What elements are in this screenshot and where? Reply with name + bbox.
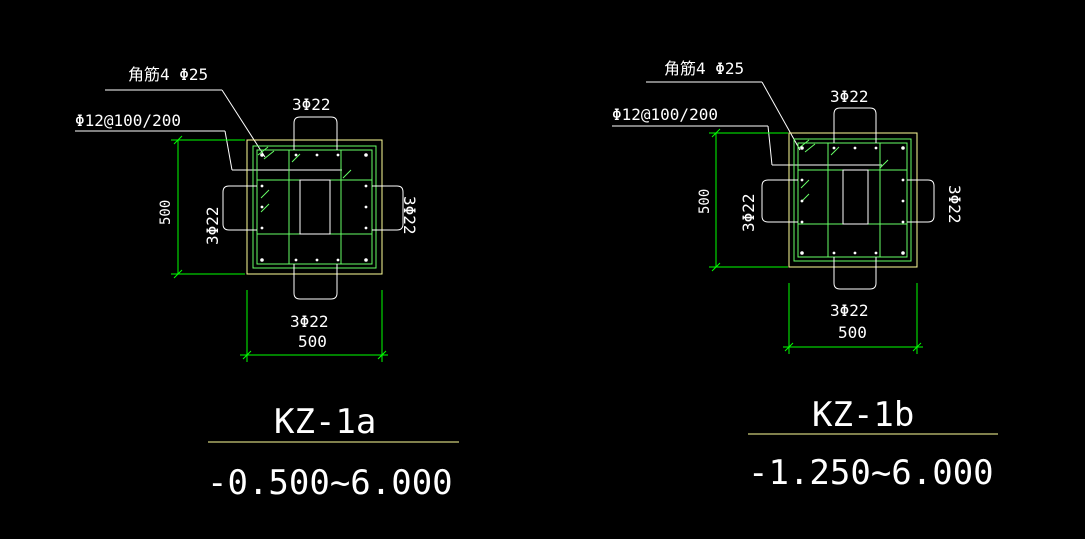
column-section-kz-1a: 角筋4 Φ25 Φ12@100/200 3Φ22 3Φ22 3Φ22 3Φ22 …	[75, 65, 459, 503]
column-elevation: -0.500~6.000	[207, 463, 453, 503]
height-dimension	[709, 128, 788, 272]
height-dim-text: 500	[158, 200, 174, 225]
corner-bar-label: 角筋4 Φ25	[128, 65, 208, 84]
rebar-dots	[260, 153, 368, 262]
core-gap	[842, 169, 869, 225]
top-bars-label: 3Φ22	[830, 87, 869, 106]
width-dimension	[783, 283, 923, 354]
height-dimension	[171, 135, 245, 279]
stirrup-label: Φ12@100/200	[612, 105, 718, 124]
width-dimension	[240, 290, 388, 362]
core-gap	[299, 179, 331, 235]
corner-bar-label: 角筋4 Φ25	[664, 59, 744, 78]
bottom-bars-label: 3Φ22	[830, 301, 869, 320]
left-bars-label: 3Φ22	[739, 193, 758, 232]
right-bars-label: 3Φ22	[400, 196, 419, 235]
left-bars-label: 3Φ22	[203, 206, 222, 245]
height-dim-text: 500	[697, 189, 713, 214]
stirrup-label: Φ12@100/200	[75, 111, 181, 130]
bar-group-boxes	[761, 107, 935, 290]
stirrups	[793, 138, 912, 262]
top-bars-label: 3Φ22	[292, 95, 331, 114]
column-name: KZ-1b	[812, 395, 914, 435]
width-dim-text: 500	[298, 332, 327, 351]
right-bars-label: 3Φ22	[945, 185, 964, 224]
column-elevation: -1.250~6.000	[748, 453, 994, 493]
rebar-dots	[800, 146, 905, 255]
column-name: KZ-1a	[274, 402, 376, 442]
column-outline	[246, 139, 383, 275]
bar-group-boxes	[222, 116, 404, 300]
bottom-bars-label: 3Φ22	[290, 312, 329, 331]
column-section-kz-1b: 角筋4 Φ25 Φ12@100/200 3Φ22 3Φ22 3Φ22 3Φ22 …	[612, 59, 998, 493]
width-dim-text: 500	[838, 323, 867, 342]
stirrups	[252, 145, 377, 269]
column-outline	[788, 132, 918, 268]
